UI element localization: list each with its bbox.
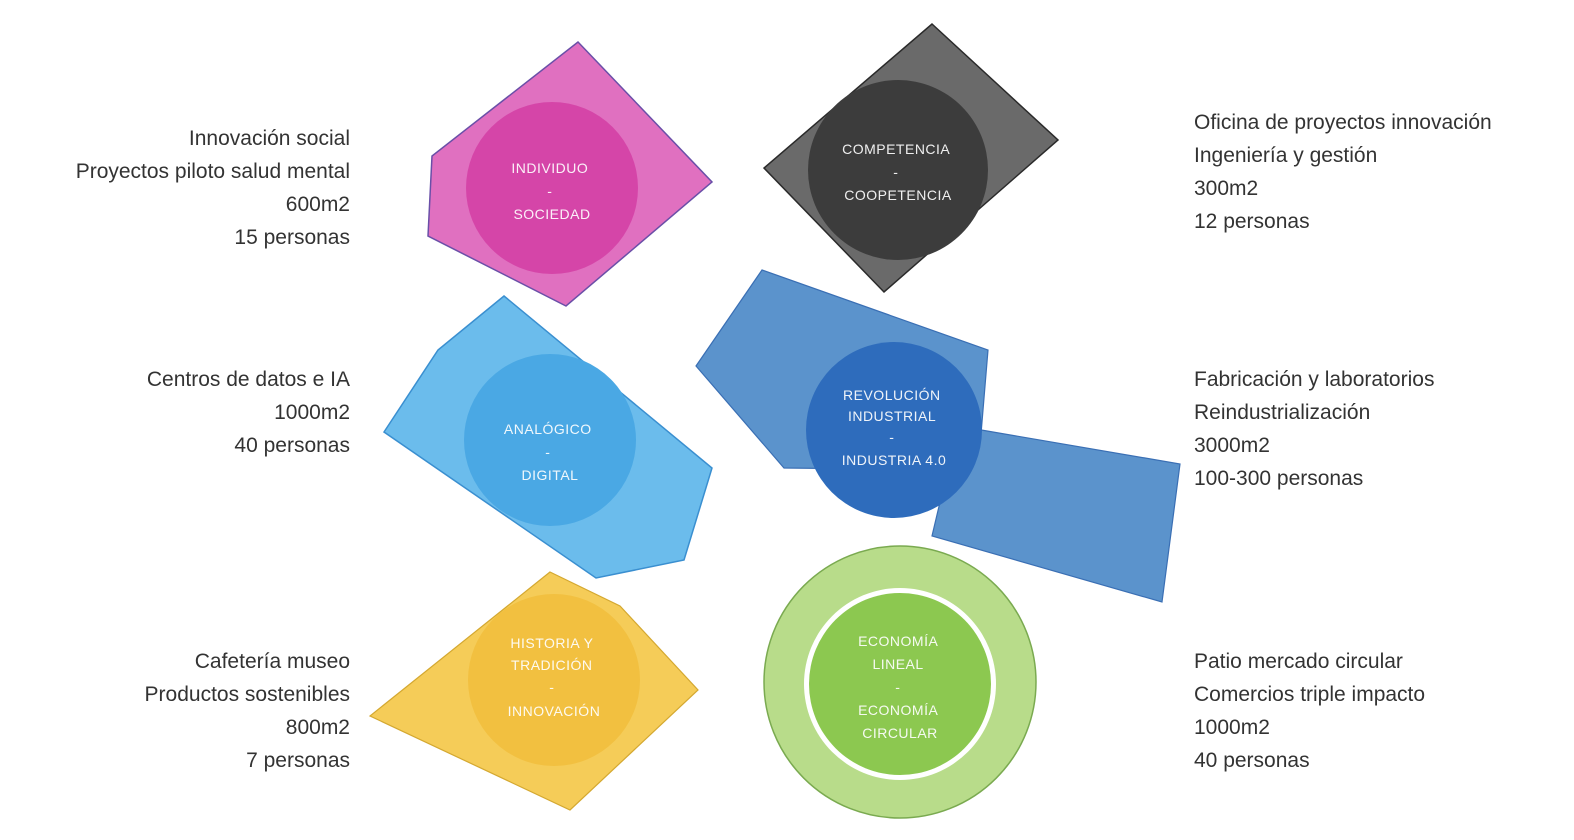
individuo-info: Innovación social Proyectos piloto salud… (76, 122, 350, 254)
info-line: Cafetería museo (194, 650, 350, 673)
info-line: 1000m2 (1194, 716, 1270, 739)
info-line: Fabricación y laboratorios (1194, 368, 1435, 391)
analogico-circle-label: ANALÓGICO - DIGITAL (504, 421, 596, 483)
historia-circle-label: HISTORIA Y TRADICIÓN - INNOVACIÓN (508, 635, 601, 719)
individuo-circle (466, 102, 638, 274)
info-line: Innovación social (188, 127, 350, 150)
historia-circle (468, 594, 640, 766)
info-line: 1000m2 (274, 401, 350, 424)
info-line: Oficina de proyectos innovación (1194, 111, 1492, 134)
competencia-info: Oficina de proyectos innovación Ingenier… (1194, 106, 1492, 238)
info-line: 3000m2 (1194, 434, 1270, 457)
info-line: 300m2 (1194, 177, 1259, 200)
info-line: Ingeniería y gestión (1194, 144, 1378, 167)
economia-circle-label: ECONOMÍA LINEAL - ECONOMÍA CIRCULAR (858, 633, 942, 741)
info-line: Proyectos piloto salud mental (75, 160, 350, 183)
analogico-circle (464, 354, 636, 526)
competencia-circle (808, 80, 988, 260)
individuo-circle-label: INDIVIDUO - SOCIEDAD (511, 160, 592, 222)
info-line: 600m2 (285, 193, 350, 216)
info-line: 12 personas (1194, 210, 1310, 233)
info-line: 40 personas (1194, 749, 1310, 772)
analogico-info: Centros de datos e IA 1000m2 40 personas (147, 363, 350, 462)
historia-info: Cafetería museo Productos sostenibles 80… (145, 645, 350, 777)
economia-info: Patio mercado circular Comercios triple … (1194, 645, 1425, 777)
info-line: 800m2 (285, 716, 350, 739)
info-line: 15 personas (234, 226, 350, 249)
info-line: Reindustrialización (1194, 401, 1371, 424)
info-line: Patio mercado circular (1194, 650, 1403, 673)
info-line: 7 personas (246, 749, 350, 772)
revolucion-info: Fabricación y laboratorios Reindustriali… (1194, 363, 1434, 495)
info-line: 40 personas (234, 434, 350, 457)
revolucion-circle (806, 342, 982, 518)
competencia-circle-label: COMPETENCIA - COOPETENCIA (842, 141, 954, 203)
info-line: 100-300 personas (1194, 467, 1364, 490)
info-line: Centros de datos e IA (146, 368, 350, 391)
revolucion-circle-label: REVOLUCIÓN INDUSTRIAL - INDUSTRIA 4.0 (842, 387, 947, 468)
info-line: Comercios triple impacto (1194, 683, 1426, 706)
economia-circle (809, 593, 991, 775)
info-line: Productos sostenibles (144, 683, 350, 706)
